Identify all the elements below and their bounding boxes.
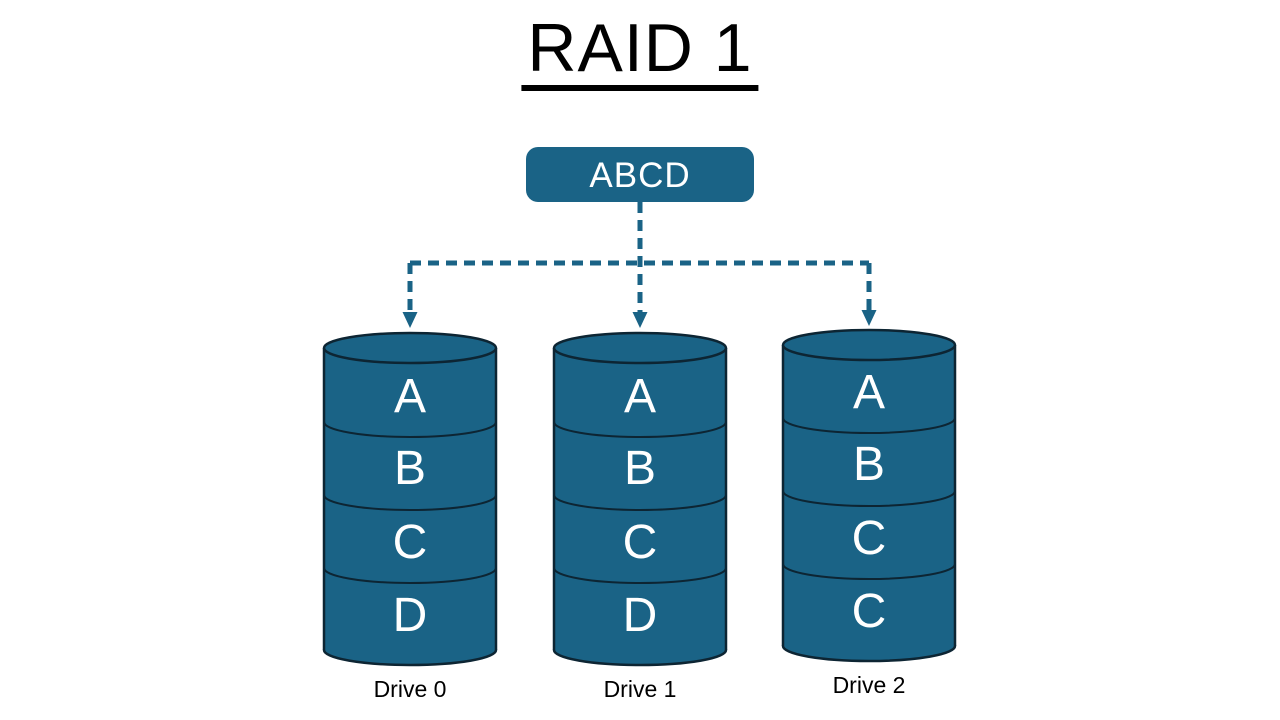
arrowhead-down-icon	[861, 310, 877, 326]
cylinder-divider	[782, 417, 956, 434]
cylinder-body	[324, 348, 496, 650]
block-letter: D	[623, 589, 658, 642]
block-letter: B	[394, 442, 426, 495]
drive-label: Drive 0	[374, 676, 447, 702]
cylinder-divider	[553, 567, 727, 584]
cylinder-divider	[553, 421, 727, 438]
drive-label: Drive 1	[604, 676, 677, 702]
drive-cylinder-2: A B C C Drive 2	[781, 328, 957, 698]
arrowhead-down-icon	[402, 312, 418, 328]
source-block-box	[526, 147, 754, 202]
cylinder-body	[554, 348, 726, 650]
block-letter: B	[624, 442, 656, 495]
drive-cylinder-1: A B C D Drive 1	[552, 331, 728, 702]
block-letter: C	[852, 585, 887, 638]
block-letter: D	[393, 589, 428, 642]
block-letter: C	[852, 512, 887, 565]
connector-lines	[402, 202, 877, 328]
cylinder-divider	[782, 563, 956, 580]
block-letter: B	[853, 438, 885, 491]
source-block: ABCD	[526, 147, 754, 202]
drive-label: Drive 2	[833, 672, 906, 698]
cylinder-divider	[323, 421, 497, 438]
block-letter: A	[853, 366, 885, 419]
arrowhead-down-icon	[632, 312, 648, 328]
cylinder-divider	[323, 567, 497, 584]
cylinder-divider	[782, 490, 956, 507]
cylinder-top	[781, 328, 957, 362]
source-block-label: ABCD	[589, 156, 690, 195]
cylinder-divider	[323, 494, 497, 511]
block-letter: C	[393, 516, 428, 569]
drive-cylinder-0: A B C D Drive 0	[322, 331, 498, 702]
cylinder-body	[783, 345, 955, 646]
block-letter: C	[623, 516, 658, 569]
block-letter: A	[394, 370, 426, 423]
cylinder-top	[322, 331, 498, 365]
block-letter: A	[624, 370, 656, 423]
cylinder-divider	[553, 494, 727, 511]
cylinder-top	[552, 331, 728, 365]
diagram-title: RAID 1	[521, 14, 759, 91]
